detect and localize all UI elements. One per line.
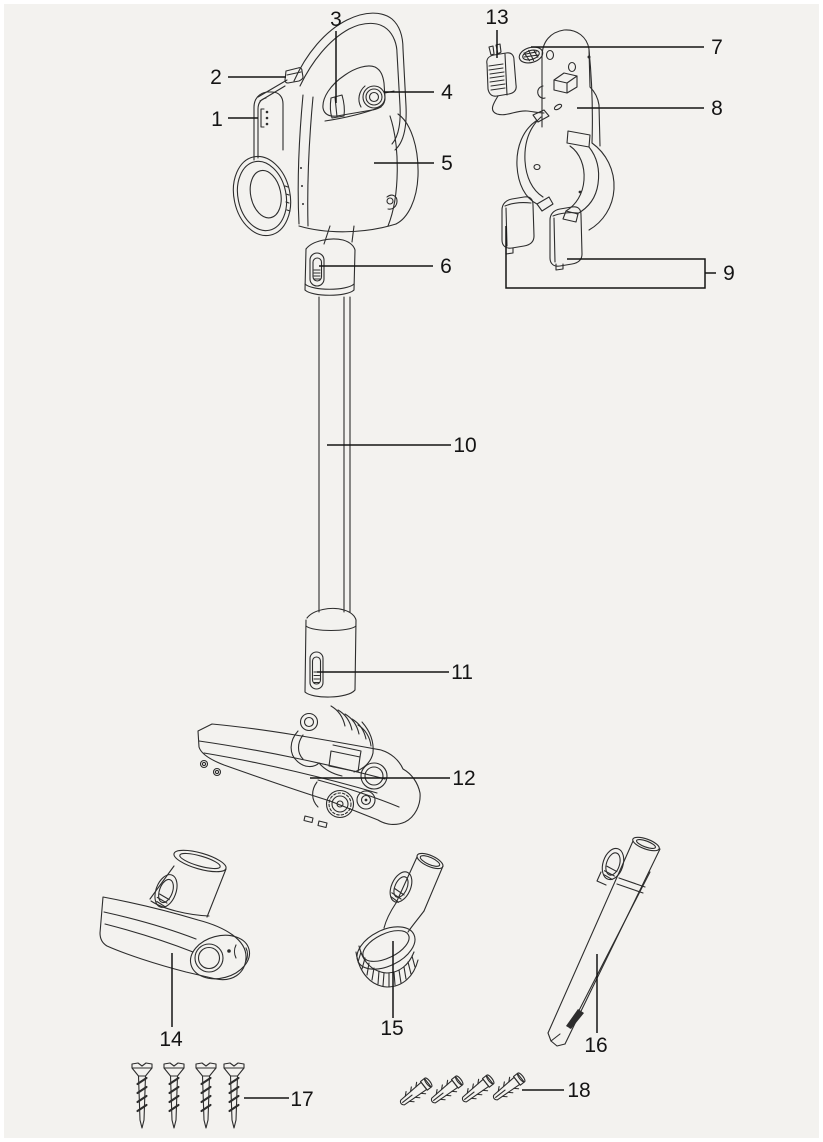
callout-18-label: 18 xyxy=(567,1079,590,1102)
dust-cup xyxy=(297,94,419,233)
neck xyxy=(323,225,355,245)
screw xyxy=(163,1062,185,1129)
screw xyxy=(131,1062,153,1129)
mode-dial xyxy=(358,85,395,109)
main-unit xyxy=(232,12,419,245)
callouts: 1 2 3 4 5 6 7 8 9 10 11 12 13 14 15 16 1… xyxy=(159,6,735,1111)
face-vent-ticks xyxy=(284,185,291,212)
front-column xyxy=(253,91,284,161)
crevice-tube-mouth xyxy=(632,836,660,852)
mount-charging-contact xyxy=(518,46,544,64)
power-button xyxy=(284,67,304,84)
wall-anchor xyxy=(492,1072,526,1101)
callout-12-label: 12 xyxy=(452,767,475,790)
callout-14-label: 14 xyxy=(159,1028,183,1051)
rear-wheel xyxy=(360,762,388,790)
upper-wand-connector xyxy=(304,238,356,296)
mini-brush-face xyxy=(189,934,251,980)
screw xyxy=(195,1062,217,1129)
body-top-edge xyxy=(257,79,288,98)
callout-11-label: 11 xyxy=(451,661,473,684)
battery-indicator xyxy=(260,108,269,128)
charger-cable xyxy=(491,95,545,116)
crevice-tool xyxy=(547,836,661,1047)
callout-17-label: 17 xyxy=(290,1088,313,1111)
callout-15-label: 15 xyxy=(380,1017,403,1040)
mount-plate xyxy=(537,29,615,231)
charger-vents xyxy=(488,63,506,91)
mini-brush-latch xyxy=(154,874,178,908)
callout-6-label: 6 xyxy=(440,255,452,278)
callout-5-label: 5 xyxy=(441,152,453,175)
callout-3-label: 3 xyxy=(330,8,342,31)
callout-8-label: 8 xyxy=(711,97,723,120)
front-face xyxy=(232,155,292,237)
mini-brush-body xyxy=(99,896,247,981)
crevice-latch xyxy=(601,847,625,881)
lower-wand-connector xyxy=(304,607,357,698)
callout-16-label: 16 xyxy=(584,1034,607,1057)
wall-anchor xyxy=(399,1077,433,1106)
callout-9-leader xyxy=(505,226,716,289)
cup-latch xyxy=(386,197,394,205)
callout-13-label: 13 xyxy=(485,6,508,29)
callout-7-label: 7 xyxy=(711,36,723,59)
front-casters xyxy=(199,759,328,829)
wall-anchor xyxy=(430,1075,464,1104)
accessory-holder-right xyxy=(549,206,583,271)
callout-2-label: 2 xyxy=(210,66,222,89)
mounting-screws xyxy=(131,1062,245,1129)
roller-end-cap-small xyxy=(356,790,376,810)
roller-housing-top xyxy=(317,779,400,808)
extension-tube xyxy=(318,296,351,613)
diagram-background xyxy=(4,4,819,1138)
callout-4-label: 4 xyxy=(441,81,453,104)
brush-bristles xyxy=(355,945,419,988)
callout-10-label: 10 xyxy=(453,434,476,457)
dock-boss xyxy=(553,72,578,94)
wall-anchor xyxy=(461,1074,495,1103)
dusting-brush xyxy=(355,852,444,988)
clip-arm-right xyxy=(562,130,600,223)
callout-1-label: 1 xyxy=(211,108,223,131)
crevice-collar xyxy=(616,877,646,894)
charger-adapter xyxy=(486,43,545,116)
swivel-joint xyxy=(290,705,374,777)
floor-brush-head xyxy=(197,723,421,829)
wall-anchors xyxy=(399,1072,526,1106)
crevice-slot xyxy=(566,1009,584,1029)
screw xyxy=(223,1062,245,1129)
roller-end-cap-large xyxy=(325,789,355,819)
mini-brush-tube-mouth xyxy=(173,849,227,873)
dusting-brush-latch xyxy=(389,871,413,903)
lower-release-button xyxy=(309,651,324,690)
flex-bellows xyxy=(330,705,374,754)
upper-release-button xyxy=(309,252,325,287)
handle xyxy=(293,12,407,151)
mini-motorized-brush xyxy=(99,849,251,981)
callout-9-label: 9 xyxy=(723,262,735,285)
